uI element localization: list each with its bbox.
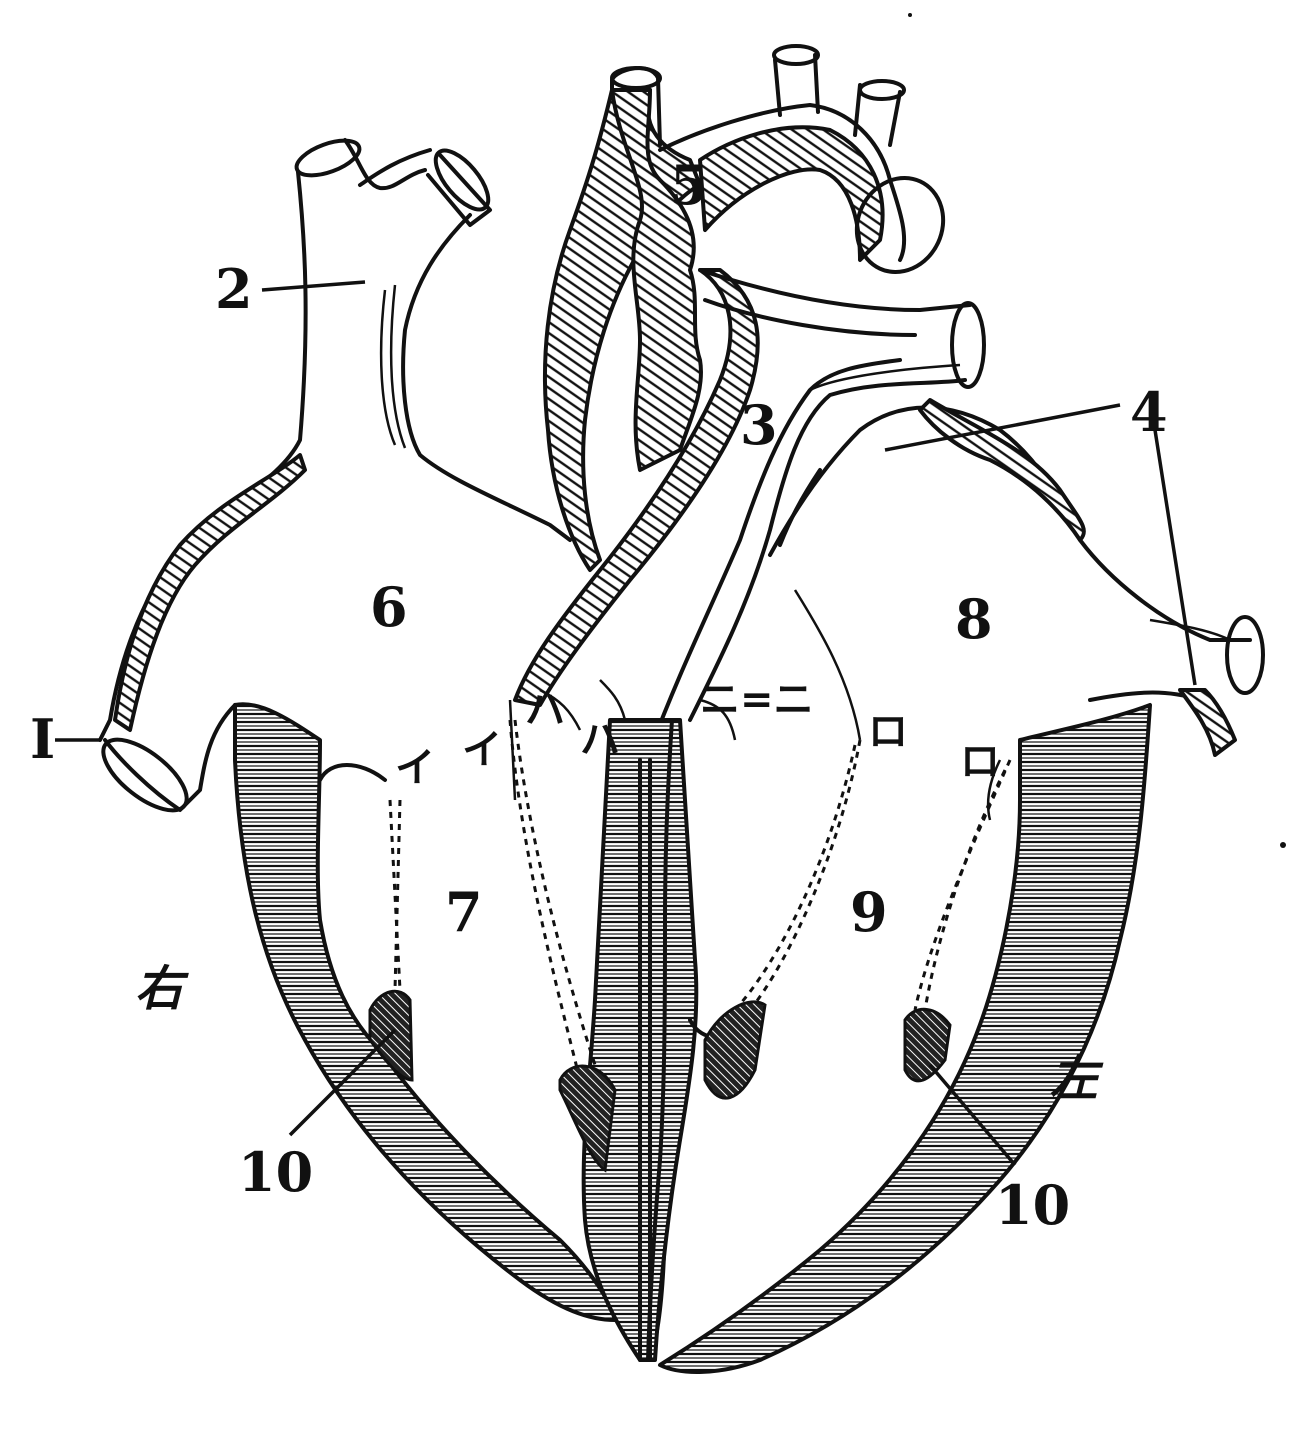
right-ventricle-wall [235, 704, 615, 1320]
label-left-side: 左 [1050, 1055, 1098, 1103]
right-atrium [92, 134, 570, 824]
label-8: 8 [955, 592, 993, 646]
label-4: 4 [1130, 385, 1168, 439]
label-6: 6 [370, 580, 408, 634]
speck [908, 13, 912, 17]
label-ha-pulmonary: ハ [525, 690, 565, 730]
label-10-right: 10 [238, 1145, 313, 1199]
label-right-side: 右 [135, 965, 183, 1013]
label-10-left: 10 [995, 1178, 1070, 1232]
interventricular-septum [584, 720, 697, 1360]
label-5: 5 [670, 158, 708, 212]
label-i-tricuspid: イ [395, 748, 435, 788]
left-atrium [770, 400, 1263, 755]
label-9: 9 [850, 885, 888, 939]
label-7: 7 [445, 885, 483, 939]
label-ro-mitral: ロ [868, 712, 908, 752]
label-2: 2 [215, 262, 253, 316]
label-i-tricuspid-2: イ [462, 730, 502, 770]
label-1: I [30, 712, 55, 766]
label-ha-pulmonary-2: ハ [580, 720, 620, 760]
leader-2 [262, 282, 365, 290]
label-3: 3 [740, 398, 778, 452]
speck [1280, 842, 1286, 848]
leader-4b [1155, 430, 1195, 685]
label-ro-mitral-2: ロ [960, 742, 1000, 782]
label-ni-aortic: ニ=ニ [700, 680, 814, 720]
